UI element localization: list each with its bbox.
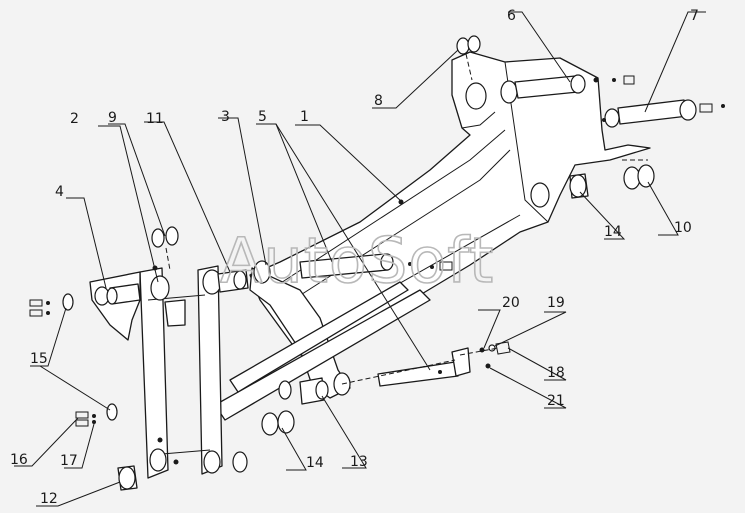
leader-lines bbox=[14, 11, 706, 507]
bushing-9 bbox=[151, 226, 179, 248]
plate-15 bbox=[62, 293, 118, 421]
washers-17 bbox=[46, 301, 96, 424]
bushing-14-top bbox=[569, 173, 589, 199]
label-14-top: 14 bbox=[604, 224, 622, 240]
bushing-14-bottom bbox=[232, 410, 295, 473]
main-boom bbox=[214, 51, 651, 421]
washer-20 bbox=[479, 347, 485, 353]
label-20: 20 bbox=[502, 295, 520, 311]
pin-7 bbox=[617, 99, 725, 125]
label-4: 4 bbox=[55, 184, 64, 200]
label-10: 10 bbox=[674, 220, 692, 236]
callout-labels: 1 2 3 4 5 6 7 8 9 10 11 12 13 14 14 15 1… bbox=[10, 8, 699, 507]
label-11: 11 bbox=[146, 111, 164, 127]
pin-lower bbox=[377, 347, 471, 387]
label-13: 13 bbox=[350, 454, 368, 470]
nut-21 bbox=[485, 363, 491, 369]
label-5: 5 bbox=[258, 109, 267, 125]
assembly-lines bbox=[165, 53, 648, 385]
pin-11 bbox=[217, 269, 249, 293]
washer-19 bbox=[488, 344, 496, 352]
pin-5 bbox=[299, 253, 453, 279]
label-7: 7 bbox=[690, 8, 699, 24]
bushing-12 bbox=[117, 465, 138, 491]
label-17: 17 bbox=[60, 453, 78, 469]
label-14-bottom: 14 bbox=[306, 455, 324, 471]
label-12: 12 bbox=[40, 491, 58, 507]
label-18: 18 bbox=[547, 365, 565, 381]
bushing-8 bbox=[456, 35, 481, 55]
bolts-16 bbox=[29, 299, 89, 427]
label-16: 16 bbox=[10, 452, 28, 468]
label-2: 2 bbox=[70, 111, 79, 127]
label-8: 8 bbox=[374, 93, 383, 109]
bolt-18 bbox=[495, 341, 511, 355]
bushing-13 bbox=[278, 377, 329, 405]
pin-6 bbox=[514, 74, 635, 99]
label-6: 6 bbox=[507, 8, 516, 24]
front-frame bbox=[89, 265, 223, 479]
bushing-10 bbox=[623, 164, 655, 190]
watermark-text: AutoSoft bbox=[220, 224, 494, 297]
label-15: 15 bbox=[30, 351, 48, 367]
label-3: 3 bbox=[221, 109, 230, 125]
label-9: 9 bbox=[108, 110, 117, 126]
label-1: 1 bbox=[300, 109, 309, 125]
pin-4 bbox=[106, 283, 141, 305]
label-19: 19 bbox=[547, 295, 565, 311]
label-21: 21 bbox=[547, 393, 565, 409]
